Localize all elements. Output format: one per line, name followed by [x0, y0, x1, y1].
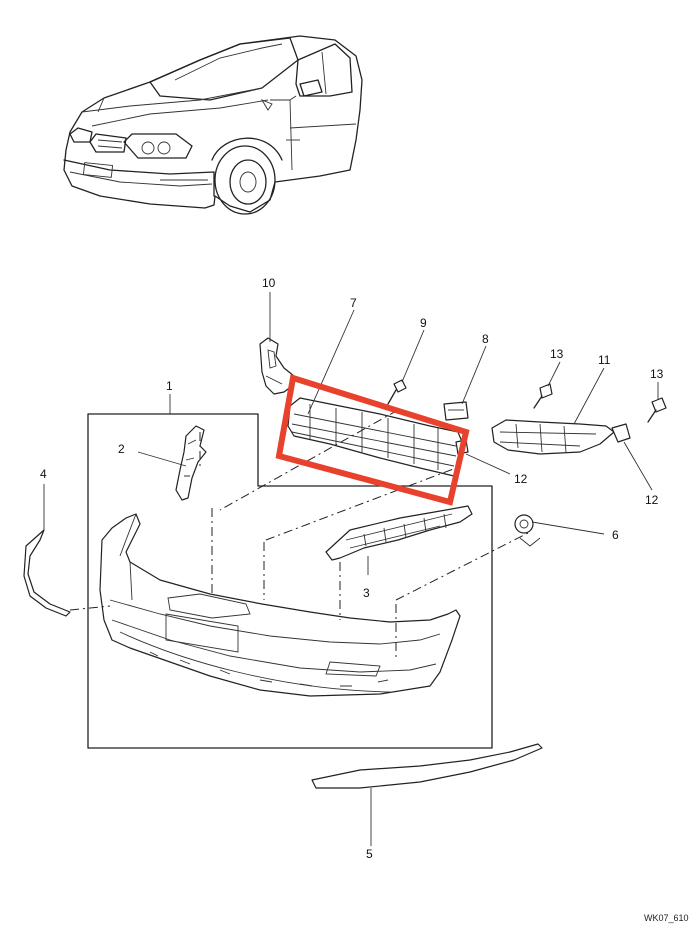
- lower-strip-part-5: [311, 743, 543, 789]
- callout-13-right: 13: [650, 367, 664, 381]
- screw-part-13-left: [533, 383, 553, 409]
- callout-5: 5: [366, 847, 373, 861]
- screw-part-13-right: [647, 397, 667, 423]
- reference-code: WK07_610: [644, 913, 689, 923]
- callout-6: 6: [612, 528, 619, 542]
- callout-12-right: 12: [645, 493, 659, 507]
- clip-part-8: [443, 401, 469, 421]
- highlight-outline: [275, 374, 470, 506]
- lower-grille-part-3: [325, 505, 473, 561]
- callout-3: 3: [363, 586, 370, 600]
- callout-7: 7: [350, 296, 357, 310]
- trim-strip-part-4: [23, 529, 71, 617]
- callout-4: 4: [40, 467, 47, 481]
- callout-9: 9: [420, 316, 427, 330]
- callout-8: 8: [482, 332, 489, 346]
- screw-part-9: [387, 379, 407, 405]
- leader-lines: [43, 292, 659, 846]
- assembly-guide-lines: [69, 409, 531, 660]
- callout-labels: 1 2 4 3 5 6 7 8 9 10 11 12 12 13 13: [40, 276, 664, 861]
- car-overview-illustration: [63, 35, 363, 215]
- bracket-part-11: [491, 419, 615, 455]
- assembly-outline-box: [87, 413, 493, 749]
- bumper-cover-part-1: [99, 513, 461, 697]
- callout-10: 10: [262, 276, 276, 290]
- callout-12-left: 12: [514, 472, 528, 486]
- callout-13-left: 13: [550, 347, 564, 361]
- callout-11: 11: [598, 353, 611, 367]
- callout-2: 2: [118, 442, 125, 456]
- nut-part-6: [514, 514, 534, 534]
- callout-1: 1: [166, 379, 173, 393]
- bracket-part-2: [175, 425, 207, 501]
- clip-part-12-right: [611, 423, 631, 443]
